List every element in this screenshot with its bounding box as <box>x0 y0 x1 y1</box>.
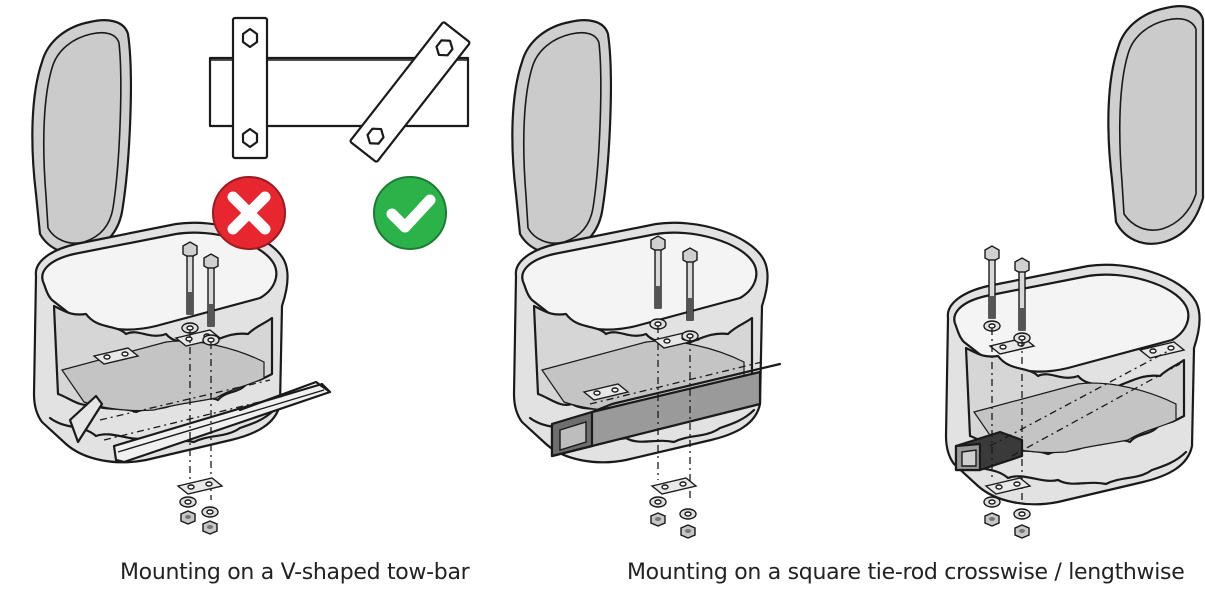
cross-icon <box>227 191 271 235</box>
caption-square-tie-rod: Mounting on a square tie-rod crosswise /… <box>627 560 1185 585</box>
clamp-diagonal <box>349 21 471 163</box>
clamp-straight <box>231 16 269 160</box>
correct-indicator <box>373 176 447 250</box>
wrong-indicator <box>212 176 286 250</box>
panel-v-tow-bar <box>31 19 332 535</box>
v-tow-bar <box>68 380 332 464</box>
panel-tie-rod-lengthwise <box>944 5 1205 539</box>
clamp-orientation-illustration <box>208 16 471 163</box>
square-tube-crosswise <box>550 362 782 458</box>
checkmark-icon <box>386 194 436 233</box>
panel-tie-rod-crosswise <box>511 19 782 539</box>
square-tube-lengthwise <box>954 430 1024 472</box>
caption-v-tow-bar: Mounting on a V-shaped tow-bar <box>120 560 470 585</box>
